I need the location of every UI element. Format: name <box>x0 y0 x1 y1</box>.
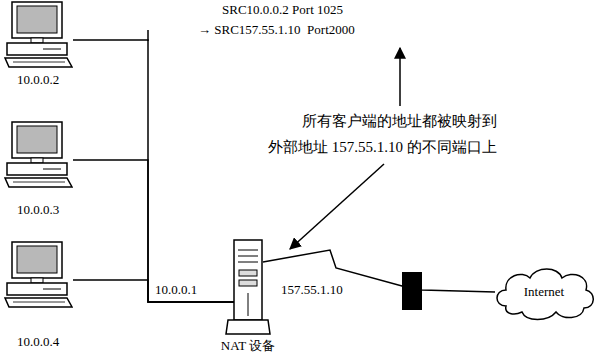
callout-note: 外部地址 157.55.1.10 的不同端口上 <box>268 138 497 156</box>
internet-cloud: Internet <box>492 262 596 322</box>
server-icon <box>225 238 271 338</box>
client-computer: 10.0.0.4 <box>2 240 74 350</box>
address-label: → SRC157.55.1.10 Port2000 <box>198 22 355 38</box>
address-label: 157.55.1.10 <box>281 282 343 298</box>
client-computer: 10.0.0.3 <box>2 120 74 218</box>
client-computer: 10.0.0.2 <box>2 0 74 88</box>
address-label: 10.0.0.1 <box>155 282 197 298</box>
computer-icon <box>3 120 73 188</box>
computer-icon <box>3 240 73 308</box>
address-label: SRC10.0.0.2 Port 1025 <box>222 2 343 18</box>
lan-wire <box>73 40 234 302</box>
leader-arrow <box>290 164 384 249</box>
callout-note: 所有客户端的地址都被映射到 <box>302 112 497 130</box>
up-arrow <box>399 48 401 106</box>
cloud-label: Internet <box>524 284 564 300</box>
device-label: 10.0.0.3 <box>17 202 59 218</box>
device-label: NAT 设备 <box>221 338 275 354</box>
bus-stub <box>147 30 149 41</box>
device-label: 10.0.0.2 <box>17 72 59 88</box>
modem-box <box>402 272 422 310</box>
lan-wire <box>73 280 234 302</box>
device-label: 10.0.0.4 <box>17 334 59 350</box>
computer-icon <box>3 0 73 68</box>
lan-wire <box>73 160 234 302</box>
